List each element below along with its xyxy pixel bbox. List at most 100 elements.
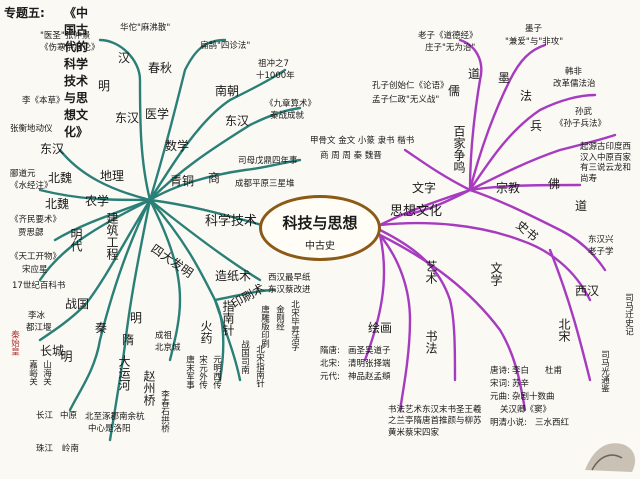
text-tiangong: 《天工开物》 bbox=[10, 252, 62, 262]
text-laozi: 老子《道德经》 bbox=[418, 31, 478, 41]
node-arch: 建筑工程 bbox=[105, 212, 119, 260]
text-dufu: 杜甫 bbox=[545, 366, 563, 376]
text-mengzi: 孟子仁政"无义战" bbox=[372, 95, 440, 105]
text-huatuo: 华佗"麻沸散" bbox=[120, 23, 171, 33]
node-changcheng: 长城 bbox=[40, 344, 65, 358]
text-jianai: "兼爱"与"非攻" bbox=[505, 37, 564, 47]
text-song-bi: 北宋毕昇活字 bbox=[289, 300, 300, 351]
node-east-han: 东汉 bbox=[115, 111, 140, 125]
text-qin-huang: 秦始皇 bbox=[9, 330, 20, 356]
text-sui-tang-p: 隋唐: bbox=[320, 346, 340, 356]
node-ming-3: 明 bbox=[59, 350, 73, 362]
ink-painting-decor bbox=[585, 443, 636, 472]
text-jiaguwen: 甲骨文 金文 小篆 隶书 楷书 bbox=[310, 136, 415, 146]
text-shanhai: 山海关 bbox=[41, 360, 52, 386]
text-sima-qian: 司马迁史记 bbox=[623, 293, 634, 336]
node-chunqiu: 春秋 bbox=[148, 61, 173, 75]
text-zhang: "医圣"张仲景 bbox=[40, 31, 91, 41]
text-kongzi: 孔子创始仁《论语》 bbox=[372, 81, 449, 91]
node-beisong: 北宋 bbox=[557, 318, 571, 342]
text-qimin: 《齐民要术》 bbox=[10, 215, 62, 225]
node-wenzi: 文字 bbox=[412, 181, 437, 195]
text-li-dao: 郦道元 bbox=[10, 169, 36, 179]
center-subtitle: 中古史 bbox=[305, 241, 335, 252]
text-zaju: 杂剧十数曲 bbox=[512, 392, 555, 402]
node-geo: 地理 bbox=[100, 169, 125, 183]
node-beiwei: 北魏 bbox=[48, 171, 73, 185]
node-ru: 儒 bbox=[448, 84, 461, 98]
text-zuchongzhi: 祖冲之7 bbox=[258, 59, 289, 69]
text-dujiangyan: 都江堰 bbox=[26, 323, 52, 333]
node-han: 汉 bbox=[118, 51, 131, 65]
branch-thought: 思想文化 bbox=[390, 204, 443, 219]
text-shen: 神品赵孟頫 bbox=[348, 372, 391, 382]
text-zhujiang: 珠江 bbox=[36, 444, 54, 454]
node-zhanguo: 战国 bbox=[65, 297, 90, 311]
text-zhuangzi: 庄子"无为治" bbox=[425, 43, 476, 53]
text-jiaxi: 嘉峪关 bbox=[27, 360, 38, 386]
text-jingangjing: 金刚经 bbox=[274, 305, 285, 331]
node-yunhe: 大运河 bbox=[117, 355, 131, 391]
text-tangmo: 唐末军事 bbox=[184, 355, 195, 389]
text-song-p: 北宋: bbox=[320, 359, 340, 369]
node-xihan: 西汉 bbox=[575, 284, 600, 298]
node-sui: 隋 bbox=[122, 333, 135, 347]
node-literature: 文学 bbox=[489, 262, 503, 286]
text-chengdu: 成都平原三星堆 bbox=[235, 179, 295, 189]
text-yuan-ming: 元明西传 bbox=[211, 355, 222, 389]
text-beijing: 北京城 bbox=[155, 343, 181, 353]
node-zhaozhou: 赵州桥 bbox=[142, 370, 156, 406]
text-jiuzhang: 《九章算术》 bbox=[265, 99, 317, 109]
text-hanfei: 韩非 bbox=[565, 67, 583, 77]
text-zhang-heng: 张衡地动仪 bbox=[10, 124, 53, 134]
node-bing: 兵 bbox=[530, 119, 543, 133]
text-fo: 起源古印度西汉入中原百家有三说云龙和尚寿 bbox=[580, 142, 632, 184]
text-changjiang: 长江 bbox=[36, 411, 54, 421]
node-painting: 绘画 bbox=[368, 321, 393, 335]
node-fo: 佛 bbox=[548, 177, 561, 191]
text-qin-han: 秦战成就 bbox=[270, 111, 305, 121]
node-dao: 道 bbox=[468, 67, 481, 81]
text-sunzi: 《孙子兵法》 bbox=[555, 119, 607, 129]
text-gaige: 改革儒法治 bbox=[553, 79, 596, 89]
text-li-bencao: 李《本草》 bbox=[22, 96, 65, 106]
node-mingdai: 明代 bbox=[69, 228, 83, 252]
node-dong-han: 东汉 bbox=[40, 142, 65, 156]
text-yuan: 元曲: bbox=[490, 392, 510, 402]
text-luoyang: 中心是洛阳 bbox=[88, 424, 131, 434]
left-branches bbox=[38, 38, 302, 442]
text-lingnan: 岭南 bbox=[62, 444, 80, 454]
node-gunpowder: 火药 bbox=[199, 320, 213, 344]
text-mozi: 墨子 bbox=[525, 24, 543, 34]
text-tang-diao: 唐雕版印刷 bbox=[259, 305, 270, 348]
node-shang: 商 bbox=[208, 171, 221, 185]
node-dao-2: 道 bbox=[575, 199, 588, 213]
text-yuan-p: 元代: bbox=[320, 372, 340, 382]
text-song-yuan: 宋元外传 bbox=[197, 355, 208, 389]
text-zhang-z: 清明张择端 bbox=[348, 359, 391, 369]
text-bianque: 扁鹊"四诊法" bbox=[200, 41, 251, 51]
text-chengzu: 成祖 bbox=[155, 331, 173, 341]
title-prefix: 专题五: bbox=[4, 6, 45, 20]
text-donghan-d: 东汉兴 bbox=[588, 235, 614, 245]
text-warring: 战国司南 bbox=[239, 340, 250, 374]
page-title: 专题五: 《中国古代的科学技术与思想文化》 bbox=[4, 4, 88, 139]
node-nanchao: 南朝 bbox=[215, 84, 240, 98]
text-libing: 李冰 bbox=[28, 311, 46, 321]
text-beijiang: 北至涿郡南余杭 bbox=[85, 412, 145, 422]
node-bronze: 青铜 bbox=[170, 174, 195, 188]
node-medicine: 医学 bbox=[145, 107, 170, 121]
text-sanguo: 三水西红 bbox=[535, 418, 570, 428]
node-agri: 农学 bbox=[85, 194, 110, 208]
text-guan: 关汉卿《窦》 bbox=[500, 405, 552, 415]
node-ming-medicine: 明 bbox=[98, 79, 111, 93]
text-zhinan: 北宋指南针 bbox=[254, 345, 265, 388]
text-sima-guang: 司马光通鉴 bbox=[599, 350, 610, 393]
branch-science-tech: 科学技术 bbox=[205, 214, 258, 229]
node-mo: 墨 bbox=[498, 71, 511, 85]
node-art: 艺术 bbox=[424, 260, 438, 284]
node-qin: 秦 bbox=[95, 321, 108, 335]
text-shanghan: 《伤寒杂病论》 bbox=[40, 43, 100, 53]
node-jiuzhang-east: 东汉 bbox=[225, 114, 250, 128]
